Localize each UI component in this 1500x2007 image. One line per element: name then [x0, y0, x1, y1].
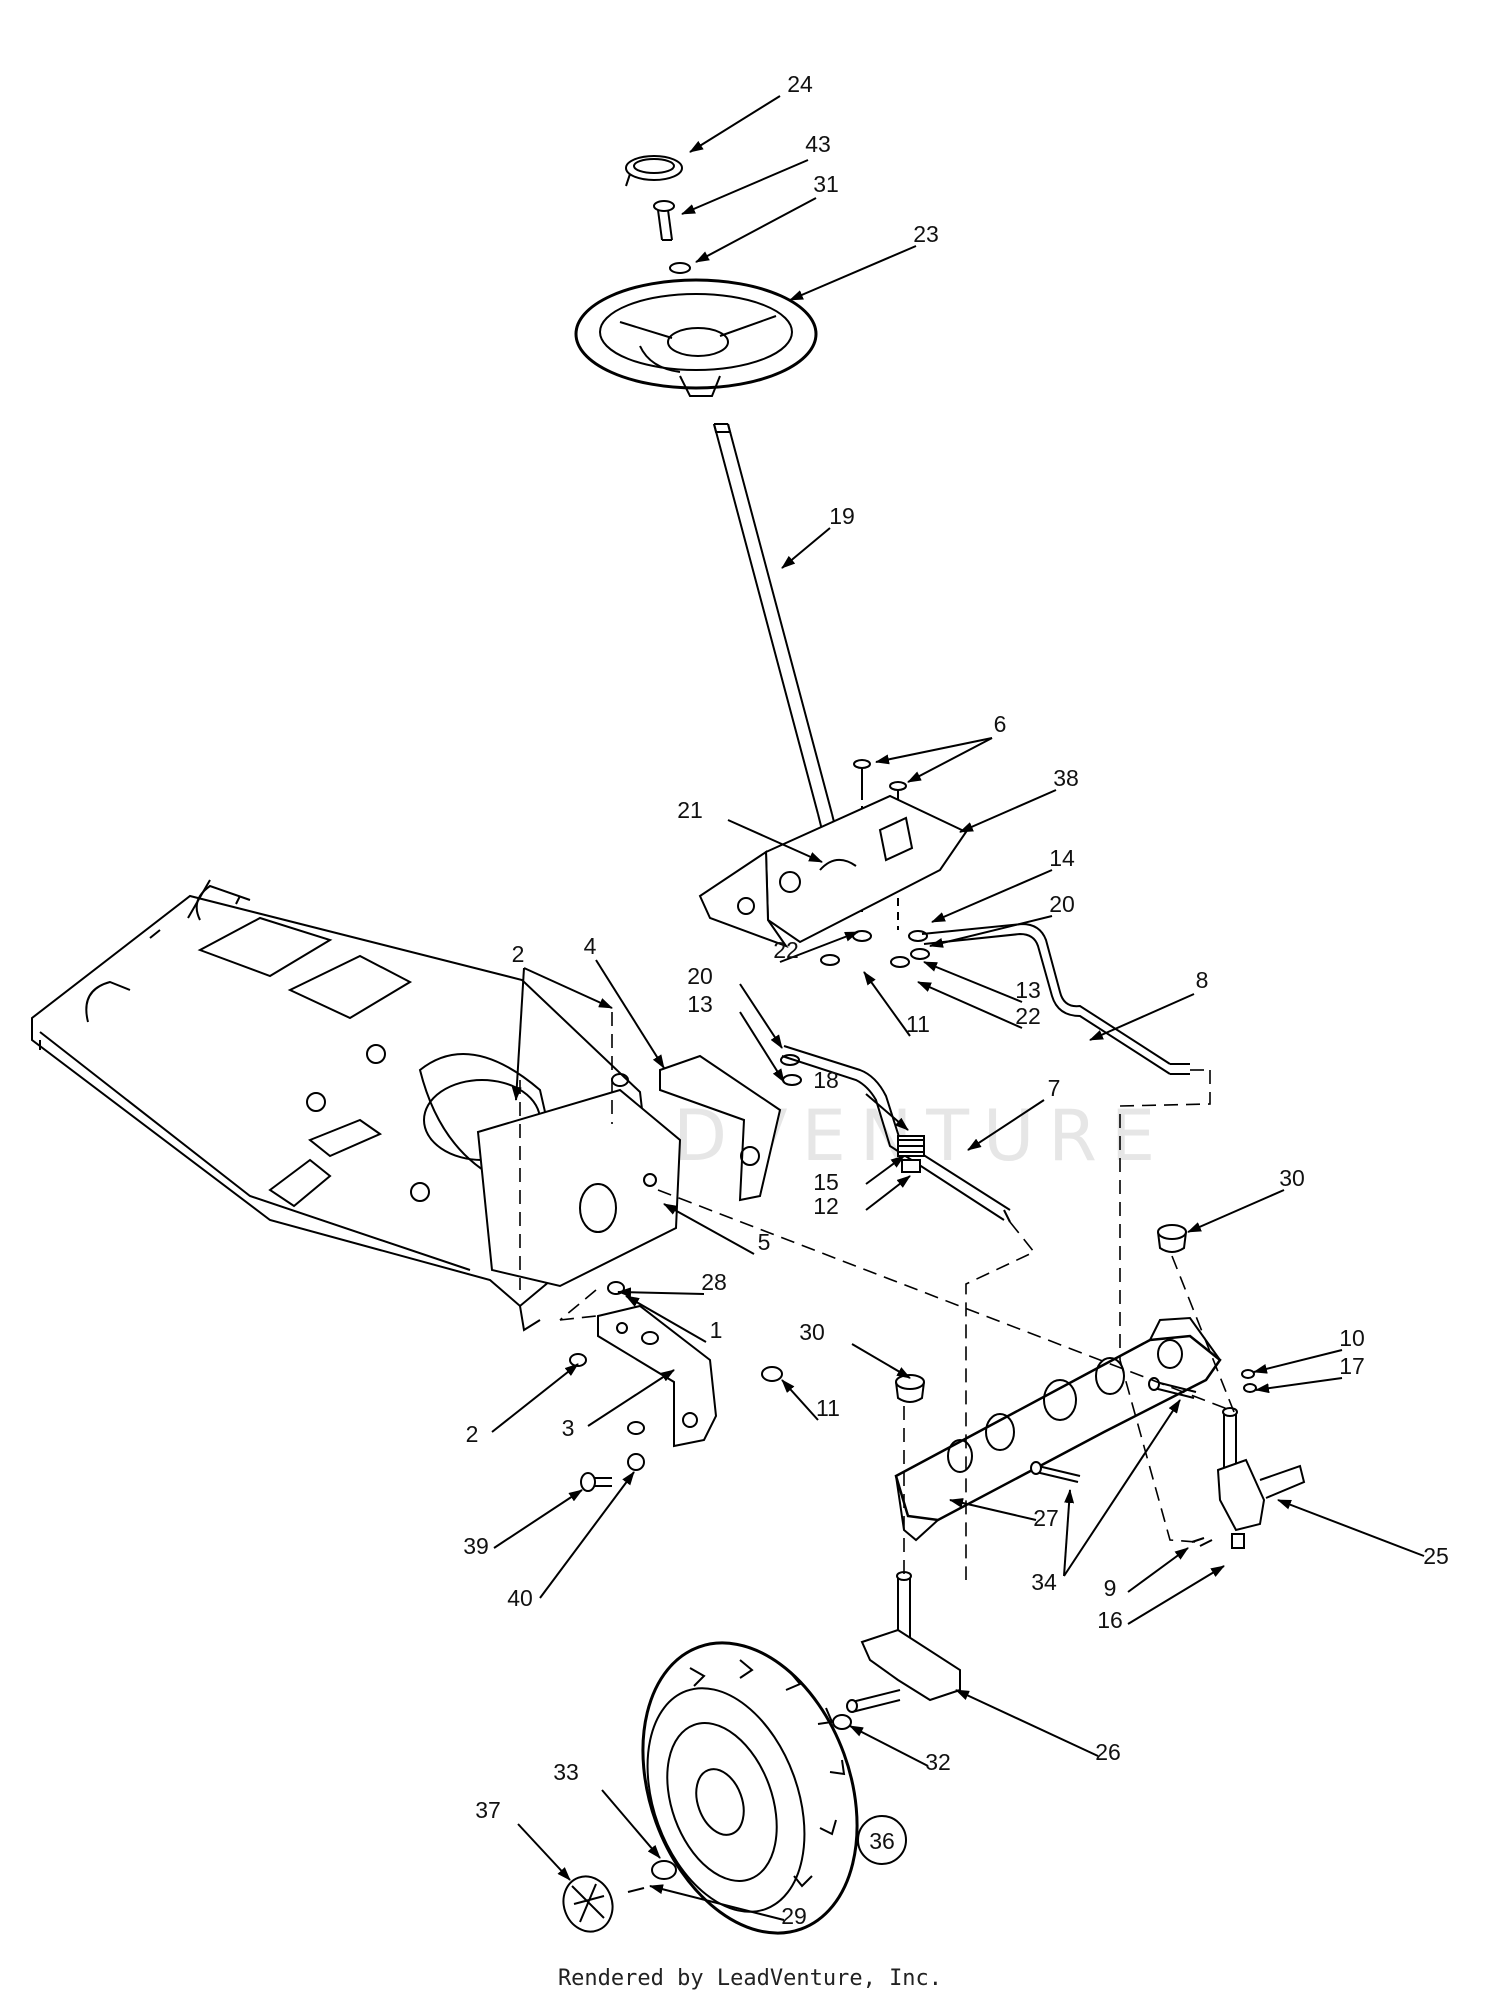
part-label-15: 15 [813, 1169, 839, 1195]
part-label-38: 38 [1053, 765, 1079, 791]
part-label-33: 33 [553, 1759, 579, 1785]
drawing-lines [31, 155, 1306, 1935]
front-axle-27-part [894, 1316, 1222, 1542]
part-label-37: 37 [475, 1797, 501, 1823]
part-label-16: 16 [1097, 1607, 1123, 1633]
part-label-32: 32 [925, 1749, 951, 1775]
part-label-24: 24 [787, 71, 813, 97]
steering-cap-part [625, 155, 683, 187]
part-label-4: 4 [584, 933, 597, 959]
callout-label-36: 36 [869, 1828, 895, 1854]
part-label-30: 30 [1279, 1165, 1305, 1191]
part-label-34: 34 [1031, 1569, 1057, 1595]
part-label-31: 31 [813, 171, 839, 197]
spindle-25-part [1191, 1369, 1306, 1549]
part-label-10: 10 [1339, 1325, 1365, 1351]
part-label-6: 6 [994, 711, 1007, 737]
footer-credit: Rendered by LeadVenture, Inc. [557, 1966, 943, 1991]
part-label-13: 13 [687, 991, 713, 1017]
part-label-39: 39 [463, 1533, 489, 1559]
part-label-14: 14 [1049, 845, 1075, 871]
part-label-22: 22 [773, 937, 799, 963]
part-label-21: 21 [677, 797, 703, 823]
part-label-20: 20 [687, 963, 713, 989]
part-label-23: 23 [913, 221, 939, 247]
drag-link-7-part [781, 1045, 1011, 1223]
part-label-11: 11 [906, 1011, 930, 1037]
part-label-9: 9 [1104, 1575, 1117, 1601]
part-label-11: 11 [816, 1395, 840, 1421]
part-label-18: 18 [813, 1067, 839, 1093]
part-label-12: 12 [813, 1193, 839, 1219]
bracket-3-part [597, 1304, 718, 1448]
hub-cap-part [562, 1860, 677, 1933]
steering-shaft-part [713, 423, 838, 831]
part-label-17: 17 [1339, 1353, 1365, 1379]
part-label-29: 29 [781, 1903, 807, 1929]
leader-arrows [491, 95, 1425, 1921]
front-wheel-part [641, 1641, 859, 1935]
drag-link-8-part [921, 922, 1190, 1075]
part-label-2: 2 [466, 1421, 479, 1447]
axle-bracket-5-part [476, 1088, 682, 1288]
part-label-40: 40 [507, 1585, 533, 1611]
part-label-8: 8 [1196, 967, 1209, 993]
part-label-30: 30 [799, 1319, 825, 1345]
part-label-25: 25 [1423, 1543, 1449, 1569]
part-label-5: 5 [758, 1229, 771, 1255]
part-label-22: 22 [1015, 1003, 1041, 1029]
plate-4-part [659, 1054, 782, 1202]
part-label-28: 28 [701, 1269, 727, 1295]
spindle-26-part [832, 1571, 961, 1730]
small-hardware-part [569, 1073, 783, 1492]
bolt-part [653, 200, 675, 241]
part-label-3: 3 [562, 1415, 575, 1441]
steering-bracket-part [698, 794, 968, 949]
construction-lines [519, 1012, 1235, 1580]
part-label-13: 13 [1015, 977, 1041, 1003]
part-label-27: 27 [1033, 1505, 1059, 1531]
steering-wheel-part [574, 278, 818, 397]
part-label-43: 43 [805, 131, 831, 157]
part-label-2: 2 [512, 941, 525, 967]
part-label-7: 7 [1048, 1075, 1061, 1101]
part-label-19: 19 [829, 503, 855, 529]
washer-part [669, 262, 691, 274]
part-label-20: 20 [1049, 891, 1075, 917]
part-label-26: 26 [1095, 1739, 1121, 1765]
part-label-1: 1 [710, 1317, 723, 1343]
pinion-gear-part [897, 1135, 925, 1173]
